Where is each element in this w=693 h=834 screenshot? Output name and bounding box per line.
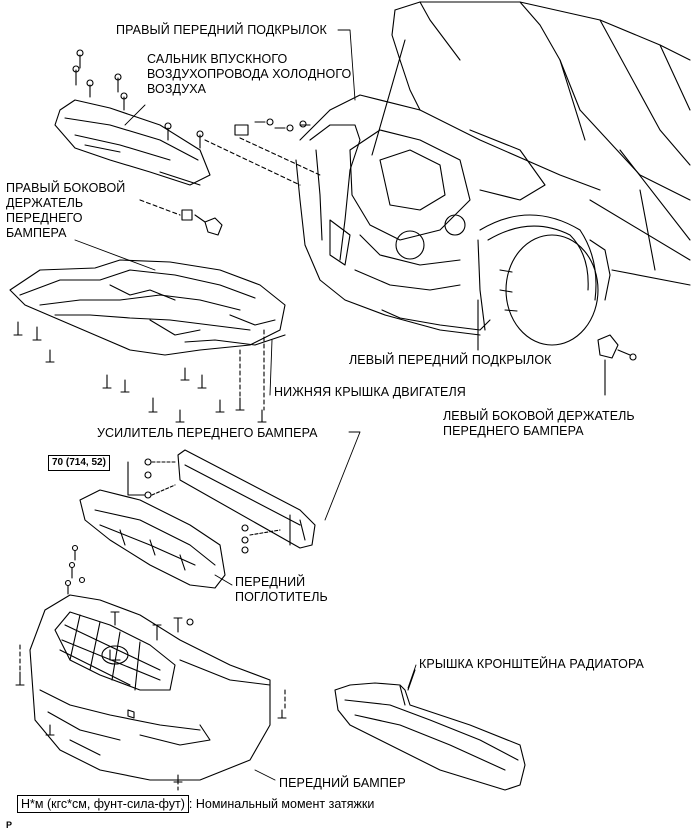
radiator-support-cover-part xyxy=(334,669,526,791)
grille xyxy=(54,611,176,691)
label-left-side-retainer: ЛЕВЫЙ БОКОВОЙ ДЕРЖАТЕЛЬ ПЕРЕДНЕГО БАМПЕР… xyxy=(443,409,635,438)
label-front-absorber: ПЕРЕДНИЙ ПОГЛОТИТЕЛЬ xyxy=(235,575,328,604)
label-engine-under-cover: НИЖНЯЯ КРЫШКА ДВИГАТЕЛЯ xyxy=(274,385,466,399)
figure-code: P xyxy=(6,820,13,830)
label-left-front-fender-liner: ЛЕВЫЙ ПЕРЕДНИЙ ПОДКРЫЛОК xyxy=(349,353,552,367)
label-right-side-retainer: ПРАВЫЙ БОКОВОЙ ДЕРЖАТЕЛЬ ПЕРЕДНЕГО БАМПЕ… xyxy=(6,181,126,240)
clip-fasteners xyxy=(72,49,204,149)
label-radiator-support-cover: КРЫШКА КРОНШТЕЙНА РАДИАТОРА xyxy=(419,657,644,671)
label-bumper-reinforcement: УСИЛИТЕЛЬ ПЕРЕДНЕГО БАМПЕРА xyxy=(97,426,318,440)
vehicle-front-body xyxy=(295,1,691,351)
under-cover-bolts xyxy=(13,321,267,423)
front-bumper-part xyxy=(15,544,287,791)
legend-description: : Номинальный момент затяжки xyxy=(188,797,375,811)
bumper-fasteners xyxy=(15,544,287,783)
label-front-bumper: ПЕРЕДНИЙ БАМПЕР xyxy=(279,776,406,790)
legend-unit-box: Н*м (кгс*см, фунт-сила-фут) xyxy=(17,795,189,813)
engine-under-cover-part xyxy=(9,259,286,423)
torque-spec-box: 70 (714, 52) xyxy=(48,455,110,471)
front-absorber-part xyxy=(79,489,226,589)
torque-legend: Н*м (кгс*см, фунт-сила-фут): Номинальный… xyxy=(17,795,375,813)
cold-air-intake-seal xyxy=(54,49,321,186)
left-side-retainer-part xyxy=(597,334,637,396)
emblem xyxy=(101,645,129,665)
right-side-retainer-part xyxy=(139,199,223,236)
bumper-reinforcement-part xyxy=(127,449,316,554)
leader-lines xyxy=(74,29,417,781)
label-cold-air-intake-seal: САЛЬНИК ВПУСКНОГО ВОЗДУХОПРОВОДА ХОЛОДНО… xyxy=(147,52,352,96)
label-right-front-fender-liner: ПРАВЫЙ ПЕРЕДНИЙ ПОДКРЫЛОК xyxy=(116,23,327,37)
